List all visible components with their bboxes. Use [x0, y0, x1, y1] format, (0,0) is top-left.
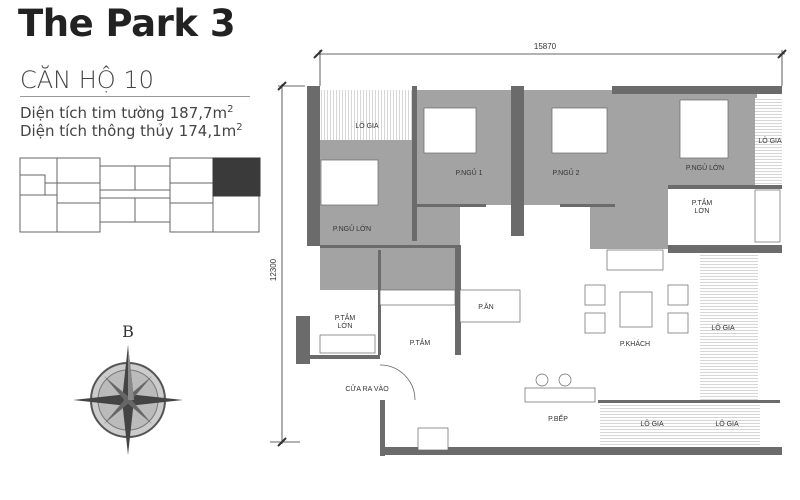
divider — [20, 96, 250, 97]
label-logia-right: LÔ GIA — [711, 323, 735, 332]
dimension-lines — [270, 49, 787, 447]
label-living: P.KHÁCH — [620, 339, 650, 348]
dimension-width: 15870 — [534, 42, 557, 51]
label-entrance: CỬA RA VÀO — [345, 384, 389, 393]
bathtub-icon — [754, 189, 781, 243]
bed-icon — [551, 107, 608, 154]
room-labels: LÔ GIA P.NGỦ LỚN P.NGỦ 1 P.NGỦ 2 P.NGỦ L… — [333, 121, 782, 428]
entrance-door-icon — [379, 364, 416, 401]
compass-icon — [73, 345, 183, 455]
area-wall-center: Diện tích tim tường 187,7m2 — [20, 104, 234, 122]
label-bedroom1: P.NGỦ 1 — [455, 168, 482, 177]
walls — [296, 86, 782, 456]
label-master-left: P.NGỦ LỚN — [333, 224, 371, 233]
label-bath-right-1: P.TẮM — [692, 198, 713, 207]
dimension-height: 12300 — [269, 258, 278, 281]
label-logia-top-left: LÔ GIA — [355, 121, 379, 130]
label-logia-bottom-1: LÔ GIA — [640, 419, 664, 428]
furniture — [319, 99, 781, 451]
bathtub-icon — [319, 334, 376, 354]
label-bedroom2: P.NGỦ 2 — [552, 168, 579, 177]
apartment-name: CĂN HỘ 10 — [20, 66, 154, 94]
sofa-icon — [606, 249, 664, 271]
label-dining: P.ĂN — [478, 302, 493, 311]
label-bath-left-2: LỚN — [338, 321, 353, 330]
label-bath-right-2: LỚN — [695, 206, 710, 215]
compass-north-label: B — [122, 322, 134, 341]
area-clear: Diện tích thông thủy 174,1m2 — [20, 122, 243, 140]
label-logia-right-top: LÔ GIA — [758, 136, 782, 145]
key-plan — [19, 157, 261, 233]
label-master-right: P.NGỦ LỚN — [686, 163, 724, 172]
dining-table-icon — [459, 289, 521, 323]
project-title: The Park 3 — [18, 2, 236, 45]
bed-icon — [679, 99, 729, 159]
label-logia-bottom-2: LÔ GIA — [715, 419, 739, 428]
fridge-icon — [417, 427, 449, 451]
label-bath-left-1: P.TẮM — [335, 313, 356, 322]
bed-icon — [423, 107, 477, 154]
label-bath: P.TẮM — [410, 338, 431, 347]
coffee-table-icon — [619, 291, 653, 328]
kitchen-island-icon — [524, 387, 596, 403]
highlighted-unit — [212, 157, 261, 197]
bed-icon — [320, 159, 379, 206]
label-kitchen: P.BẾP — [548, 413, 568, 423]
